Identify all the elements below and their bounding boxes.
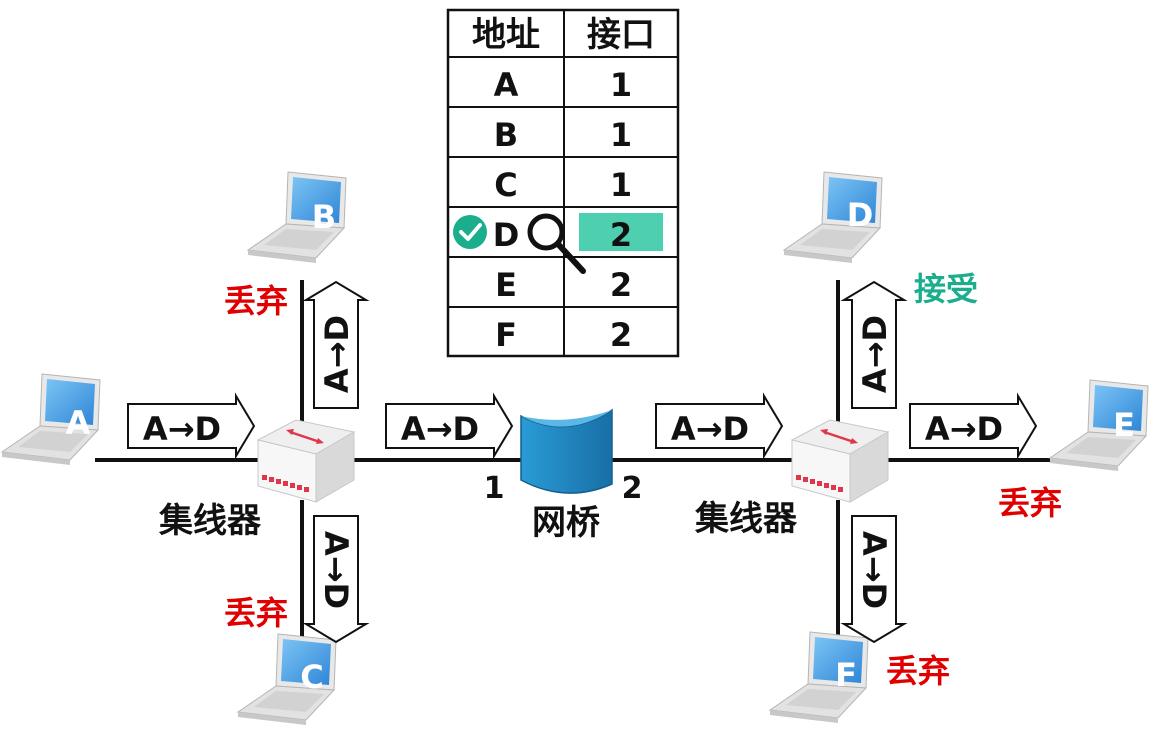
table-cell-port: 2: [610, 316, 632, 354]
frame-arrow-hub-to-d: A→D: [840, 280, 908, 409]
table-cell-address: D: [493, 216, 520, 254]
status-b-discard: 丢弃: [224, 282, 288, 320]
host-f: F: [769, 631, 869, 724]
forwarding-table: 地址 接口 A 1 B 1 C 1 D 2 E 2 F 2: [446, 8, 680, 358]
host-e-label: E: [1113, 406, 1135, 444]
table-cell-port: 2: [610, 216, 632, 254]
status-c-discard: 丢弃: [224, 594, 288, 632]
table-header-address: 地址: [472, 15, 540, 55]
status-f-discard: 丢弃: [886, 652, 950, 690]
host-f-label: F: [835, 656, 857, 694]
hub-right-label: 集线器: [694, 499, 798, 539]
frame-arrow-hub-to-bridge: A→D: [385, 392, 514, 460]
table-header-port: 接口: [587, 15, 655, 55]
frame-arrow-hub-to-c: A→D: [302, 515, 370, 644]
host-c: C: [237, 633, 337, 726]
table-cell-port: 1: [610, 116, 632, 154]
frame-label: A→D: [401, 410, 479, 448]
status-e-discard: 丢弃: [998, 484, 1062, 522]
host-e: E: [1049, 379, 1149, 472]
host-c-label: C: [300, 658, 323, 696]
table-cell-address: C: [494, 166, 517, 204]
host-b-label: B: [312, 198, 336, 236]
table-cell-address: F: [495, 316, 517, 354]
frame-label: A→D: [925, 410, 1003, 448]
bridge-label: 网桥: [532, 503, 600, 543]
frame-arrow-bridge-to-hub: A→D: [655, 392, 784, 460]
table-cell-port: 1: [610, 66, 632, 104]
magnifier-icon: [527, 213, 586, 274]
bridge-icon: [520, 408, 613, 494]
host-b: B: [247, 171, 347, 264]
frame-arrow-hub-to-f: A→D: [840, 515, 908, 644]
status-d-accept: 接受: [914, 270, 978, 308]
frame-label: A→D: [318, 315, 356, 393]
hub-right: [790, 418, 890, 504]
frame-arrow-hub-to-e: A→D: [909, 392, 1038, 460]
frame-label: A→D: [856, 315, 894, 393]
table-cell-address: E: [495, 266, 517, 304]
bridge-port-1: 1: [484, 471, 505, 506]
frame-label: A→D: [855, 531, 893, 609]
network-links: [95, 280, 1050, 640]
table-highlight-cell: [579, 213, 663, 251]
table-cell-address: B: [494, 116, 518, 154]
table-cell-port: 1: [610, 166, 632, 204]
frame-label: A→D: [143, 410, 221, 448]
check-circle-icon: [453, 215, 487, 249]
table-cell-port: 2: [610, 266, 632, 304]
hub-left: [256, 418, 356, 504]
host-d-label: D: [847, 196, 874, 234]
frame-arrow-hub-to-b: A→D: [302, 280, 370, 409]
host-d: D: [783, 171, 883, 264]
table-cell-address: A: [494, 66, 519, 104]
host-a-label: A: [66, 404, 91, 442]
frame-label: A→D: [317, 531, 355, 609]
hub-left-label: 集线器: [158, 501, 262, 541]
host-a: A: [1, 373, 101, 466]
frame-arrow-a-to-hub: A→D: [127, 392, 256, 460]
bridge-port-2: 2: [622, 471, 643, 506]
frame-label: A→D: [671, 410, 749, 448]
